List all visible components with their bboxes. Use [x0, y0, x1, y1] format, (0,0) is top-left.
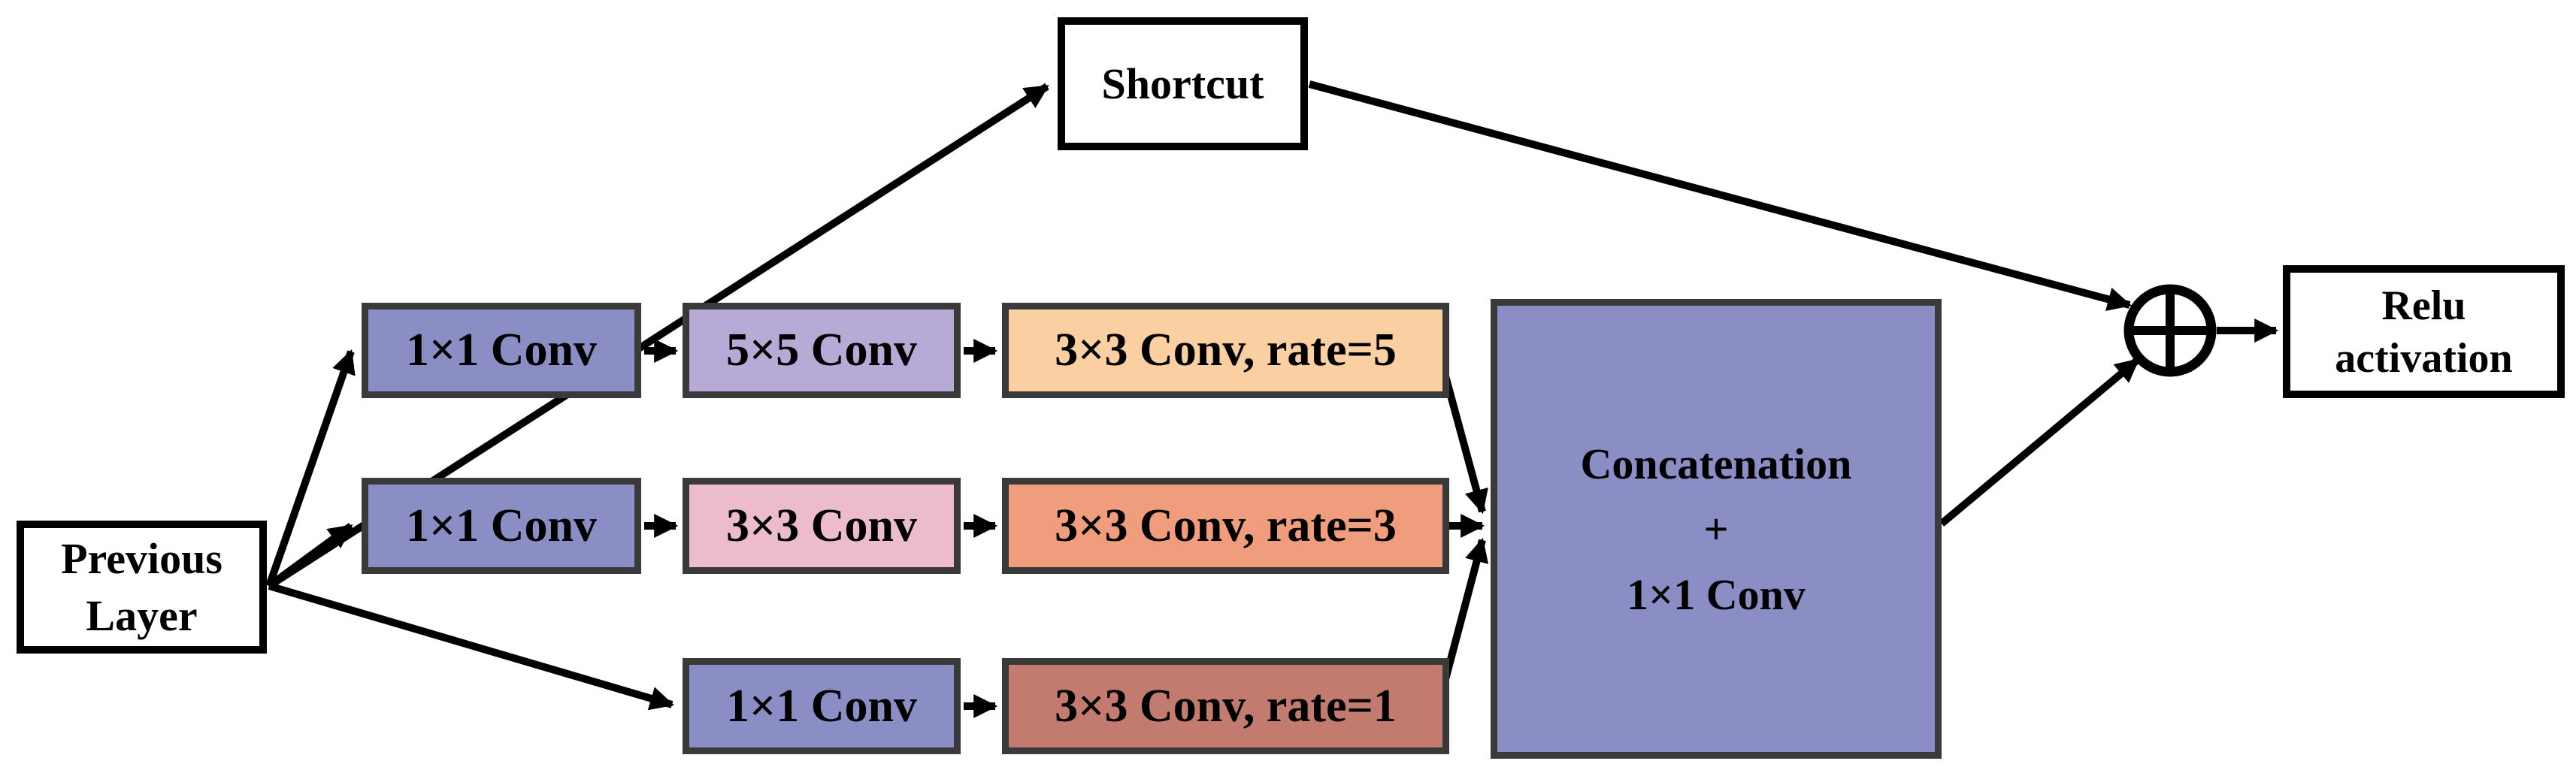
- branch1-conv5x5-box: 5×5 Conv: [683, 303, 961, 398]
- branch2-conv3x3-rate3-box: 3×3 Conv, rate=3: [1002, 478, 1449, 574]
- arrow-concat-to-sum: [1939, 357, 2141, 527]
- arrow-shortcut-to-sum: [1308, 80, 2133, 311]
- branch3-conv1x1-box: 1×1 Conv: [683, 658, 961, 754]
- previous-layer-box: Previous Layer: [17, 521, 267, 654]
- relu-activation-box: Relu activation: [2283, 265, 2565, 398]
- concatenation-box: Concatenation + 1×1 Conv: [1491, 299, 1942, 759]
- arrow-prev-to-branch2: [267, 522, 353, 590]
- branch1-conv3x3-rate5-box: 3×3 Conv, rate=5: [1002, 303, 1449, 398]
- arrow-prev-to-branch1: [265, 349, 356, 587]
- branch2-conv1x1-box: 1×1 Conv: [362, 478, 641, 574]
- arrow-b1-to-concat: [1441, 372, 1488, 515]
- branch2-conv3x3-box: 3×3 Conv: [683, 478, 961, 574]
- branch3-conv3x3-rate1-box: 3×3 Conv, rate=1: [1002, 658, 1449, 754]
- arrow-prev-to-branch3: [268, 582, 675, 711]
- arrow-b3-to-concat: [1441, 537, 1489, 684]
- branch1-conv1x1-box: 1×1 Conv: [362, 303, 641, 398]
- sum-icon: [2123, 284, 2217, 377]
- shortcut-box: Shortcut: [1058, 17, 1308, 150]
